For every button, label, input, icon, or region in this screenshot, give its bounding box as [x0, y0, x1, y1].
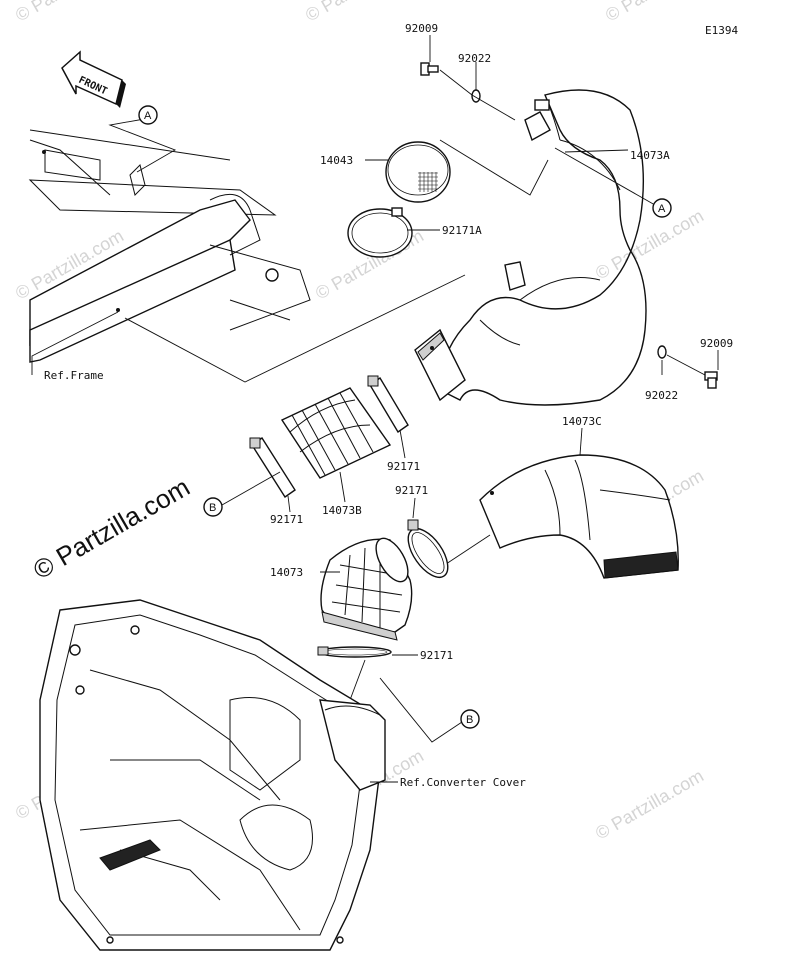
label-92171a: 92171A [442, 224, 482, 237]
diagram-code: E1394 [705, 24, 738, 37]
label-14073b: 14073B [322, 504, 362, 517]
clamp-92171-left [221, 437, 296, 513]
ref-converter-cover-label: Ref.Converter Cover [400, 776, 526, 789]
svg-text:B: B [209, 502, 216, 514]
label-92171-mid: 92171 [395, 484, 428, 497]
callout-b-bottom: B [349, 659, 480, 743]
front-arrow-icon: FRONT [61, 50, 126, 108]
watermark: © Partzilla.com [602, 0, 717, 25]
duct-14073c [439, 427, 679, 579]
screen-14043 [365, 141, 451, 203]
svg-text:A: A [658, 203, 666, 215]
label-14073a: 14073A [630, 149, 670, 162]
washer-92022-right [657, 345, 706, 376]
boot-14073b [280, 387, 392, 503]
frame [28, 129, 311, 375]
duct-14073a [414, 89, 647, 406]
ref-frame-label: Ref.Frame [44, 369, 104, 382]
label-14043: 14043 [320, 154, 353, 167]
label-92171-right-upper: 92171 [387, 460, 420, 473]
label-92022-right: 92022 [645, 389, 678, 402]
label-14073c: 14073C [562, 415, 602, 428]
bolt-92009-right [704, 350, 719, 389]
clamp-92171-right-upper [367, 375, 409, 459]
callout-b-left: B [203, 497, 223, 517]
svg-text:B: B [466, 714, 473, 726]
bolt-92009-top [420, 35, 439, 76]
watermark-main: © Partzilla.com [28, 472, 195, 586]
lead-14073a [564, 149, 629, 153]
watermark: © Partzilla.com [592, 205, 707, 283]
clamp-92171-mid [407, 497, 449, 579]
svg-text:A: A [144, 110, 152, 122]
watermark: © Partzilla.com [592, 765, 707, 843]
watermark: © Partzilla.com [12, 0, 127, 25]
callout-a-frame: A [108, 105, 177, 173]
washer-92022-top [439, 62, 516, 121]
clamp-92171a [347, 207, 440, 258]
label-92009-top: 92009 [405, 22, 438, 35]
callout-a-right: A [554, 147, 672, 218]
mount-line [439, 139, 549, 196]
converter-cover [39, 599, 398, 951]
label-14073: 14073 [270, 566, 303, 579]
mount-line [124, 274, 466, 383]
duct-14073 [320, 537, 413, 641]
label-92022-top: 92022 [458, 52, 491, 65]
clamp-92171-bottom [317, 646, 418, 658]
label-92171-bottom: 92171 [420, 649, 453, 662]
label-92009-right: 92009 [700, 337, 733, 350]
watermark: © Partzilla.com [302, 0, 417, 25]
label-92171-left: 92171 [270, 513, 303, 526]
